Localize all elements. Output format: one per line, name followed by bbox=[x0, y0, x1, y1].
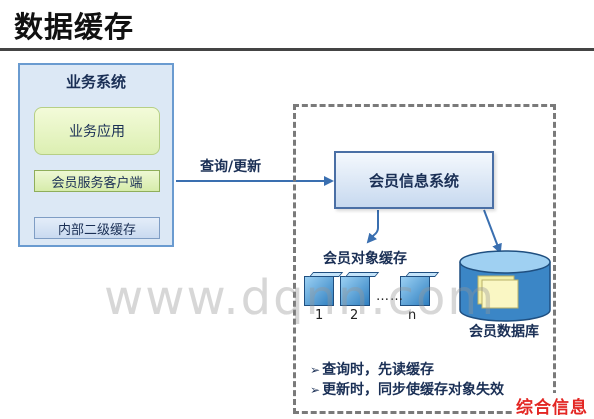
note-update: 更新时，同步使缓存对象失效 bbox=[310, 380, 504, 400]
business-system-label: 业务系统 bbox=[65, 73, 126, 91]
database-cylinder bbox=[459, 250, 551, 322]
arrow-system-to-database bbox=[483, 209, 502, 254]
cube-label-2: 2 bbox=[350, 308, 359, 323]
member-database-label: 会员数据库 bbox=[469, 324, 539, 340]
cache-object-cube-n bbox=[400, 272, 440, 306]
notes-list: 查询时，先读缓存 更新时，同步使缓存对象失效 bbox=[310, 360, 504, 400]
business-system-panel: 业务系统 业务应用 会员服务客户端 内部二级缓存 bbox=[18, 63, 174, 247]
cube-ellipsis: …… bbox=[376, 289, 404, 304]
page-title: 数据缓存 bbox=[14, 10, 135, 44]
member-system-boundary bbox=[293, 104, 556, 414]
cache-object-cube-1 bbox=[304, 272, 344, 306]
cube-label-n: n bbox=[408, 308, 417, 323]
cube-label-1: 1 bbox=[315, 308, 324, 323]
object-cache-label: 会员对象缓存 bbox=[323, 251, 407, 267]
watermark-text: www.dqnn.com bbox=[104, 270, 497, 326]
query-update-label: 查询/更新 bbox=[200, 159, 262, 175]
cache-object-cube-2 bbox=[340, 272, 380, 306]
member-service-client-box: 会员服务客户端 bbox=[34, 170, 160, 192]
title-divider bbox=[0, 48, 594, 51]
site-logo: 综合信息 bbox=[514, 393, 590, 418]
note-query: 查询时，先读缓存 bbox=[310, 360, 504, 380]
business-app-box: 业务应用 bbox=[34, 107, 160, 155]
member-info-system-box: 会员信息系统 bbox=[334, 151, 494, 209]
internal-l2-cache-box: 内部二级缓存 bbox=[34, 217, 160, 239]
arrow-system-to-object-cache bbox=[366, 210, 379, 244]
